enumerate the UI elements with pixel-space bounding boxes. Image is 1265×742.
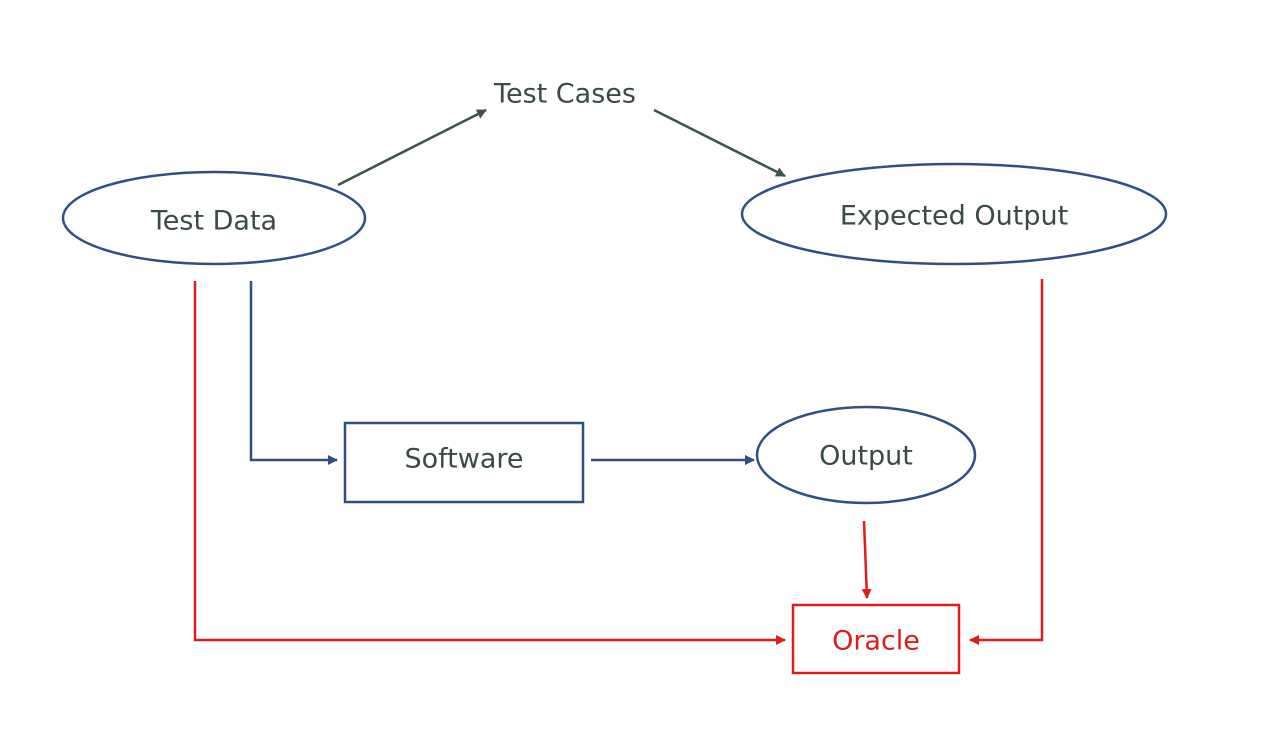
output-label: Output — [819, 441, 913, 472]
node-expected-output: Expected Output — [740, 162, 1168, 266]
node-test-cases: Test Cases — [493, 79, 636, 110]
test-data-ellipse — [61, 170, 367, 266]
test-cases-label: Test Cases — [493, 79, 636, 110]
edge-test-data-to-test-cases — [337, 108, 487, 187]
edge-test-cases-to-expected-output — [653, 108, 786, 178]
node-software: Software — [343, 421, 585, 504]
expected-output-ellipse — [740, 162, 1168, 266]
output-ellipse — [755, 405, 977, 505]
node-output: Output — [755, 405, 977, 505]
oracle-label: Oracle — [832, 626, 920, 657]
node-test-data: Test Data — [61, 170, 367, 266]
connectors — [193, 108, 1044, 645]
edge-output-to-oracle — [861, 520, 872, 599]
edge-test-data-to-oracle — [193, 281, 786, 645]
edge-test-data-to-software — [249, 281, 338, 465]
test-data-label: Test Data — [150, 206, 277, 237]
node-oracle: Oracle — [791, 603, 961, 675]
expected-output-label: Expected Output — [840, 201, 1068, 232]
software-box — [343, 421, 585, 504]
software-label: Software — [404, 444, 523, 475]
edge-expected-output-to-oracle — [969, 279, 1044, 645]
oracle-box — [791, 603, 961, 675]
